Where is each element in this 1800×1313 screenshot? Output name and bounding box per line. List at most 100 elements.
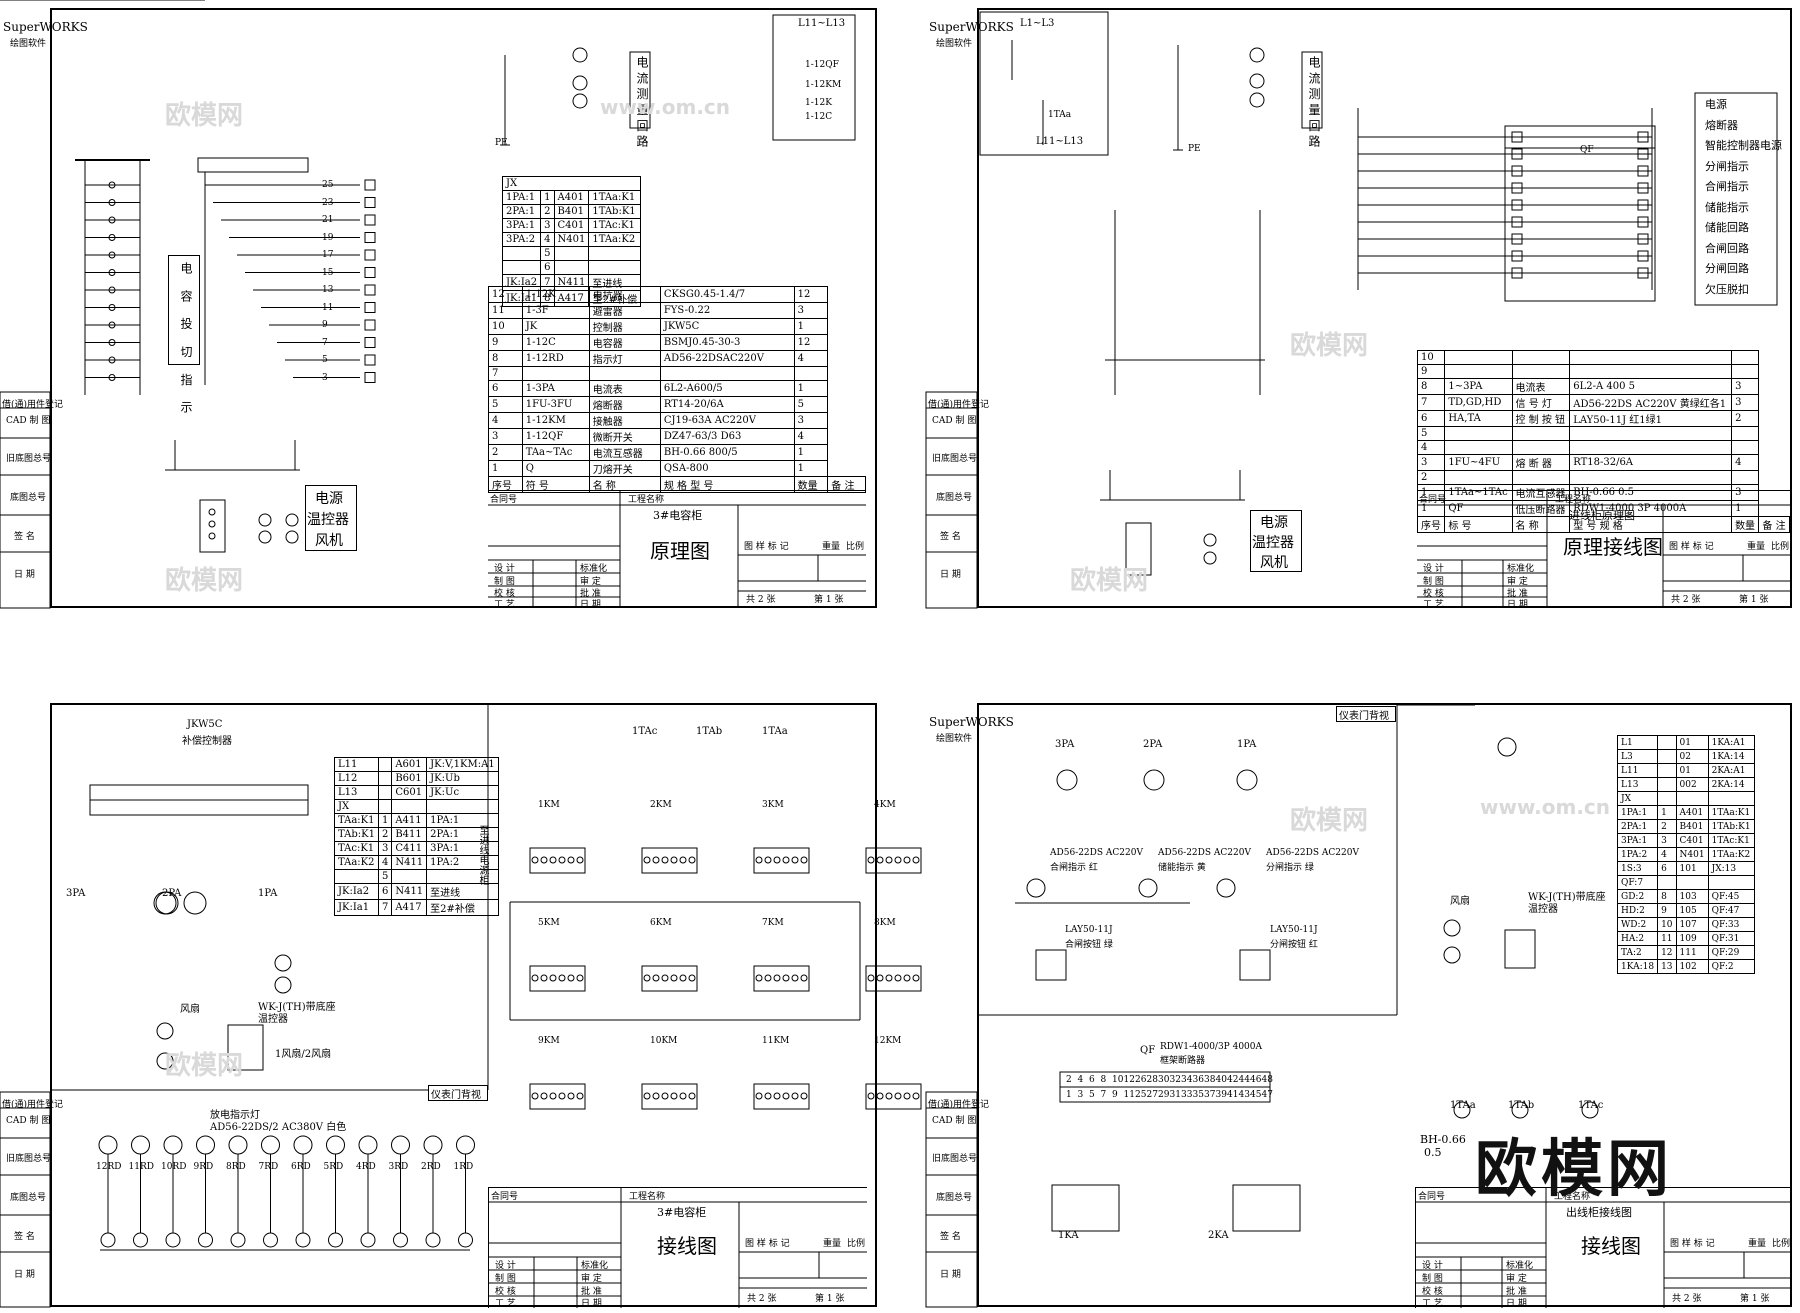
table-cell: 3PA:1 <box>1616 833 1659 848</box>
table-cell: 1TAa:K2 <box>1707 847 1755 862</box>
table-cell: B601 <box>391 771 428 786</box>
qf-terminal-bottom: 31 <box>1169 1090 1181 1100</box>
qf-terminal-top: 44 <box>1238 1075 1250 1085</box>
sidebar-row-label: 日 期 <box>940 570 961 580</box>
bom-header-cell: 数量 <box>1731 516 1760 533</box>
bom-header-cell: 规 格 型 号 <box>659 476 795 493</box>
qf-terminal-top: 46 <box>1250 1075 1262 1085</box>
ta-label: 1TAb <box>696 726 723 737</box>
ct-label: 1TAa <box>1048 110 1072 120</box>
fan-label: 风机 <box>1260 555 1288 571</box>
button-function: 分闸按钮 红 <box>1270 940 1318 950</box>
table-cell: 3 <box>1731 394 1760 411</box>
table-cell: 1PA:2 <box>1616 847 1659 862</box>
watermark: 欧模网 <box>165 101 244 131</box>
indicator-lamp-label: 8RD <box>226 1162 246 1172</box>
indicator-lamp-label: 7RD <box>258 1162 279 1172</box>
lamps-title: 放电指示灯 <box>210 1110 260 1121</box>
titleblock-2: 合同号 工程名称 进线柜原理图 原理接线图 设 计 制 图 校 核 工 艺 标准… <box>1417 490 1790 610</box>
table-cell <box>1657 791 1677 806</box>
step-number: 15 <box>322 267 334 278</box>
bom-header-cell: 名 称 <box>588 476 661 493</box>
tb-scale: 比例 <box>1771 542 1790 552</box>
tb-weight: 重量 <box>823 1239 842 1249</box>
bom-header: 序号标 号名 称型 号 规 格数量备 注 <box>1416 516 1790 533</box>
table-cell: 1 <box>1657 805 1677 820</box>
qf-sub: 框架断路器 <box>1160 1056 1206 1066</box>
table-cell: 1 <box>1416 484 1446 501</box>
indicator-lamp-label: 6RD <box>291 1162 311 1172</box>
tb-row: 设 计 <box>1423 564 1444 574</box>
ct-label: 1TAa <box>1450 1100 1476 1111</box>
table-row: 10 <box>1416 350 1790 365</box>
contactor-label: 2KM <box>650 800 672 810</box>
ct-spec: BH-0.66 <box>1420 1133 1466 1146</box>
table-cell: 109 <box>1675 931 1709 946</box>
table-cell: A417 <box>391 899 428 916</box>
right-function-label: 分闸指示 <box>1705 159 1749 173</box>
table-cell: 控制器 <box>588 318 661 335</box>
table-cell: 7 <box>377 899 393 916</box>
right-function-label: 欠压脱扣 <box>1705 282 1749 296</box>
lamp-function: 分闸指示 绿 <box>1266 863 1314 873</box>
table-cell: 8 <box>1657 889 1677 904</box>
lamp-function: 储能指示 黄 <box>1158 863 1206 873</box>
table-cell: 105 <box>1675 903 1709 918</box>
table-cell: 1TAc:K1 <box>1707 833 1755 848</box>
step-number: 19 <box>322 232 334 243</box>
tb-approval: 标准化 <box>1507 564 1535 574</box>
tb-row: 制 图 <box>494 577 515 587</box>
thermostat-label: WK-J(TH)带底座 <box>1528 892 1606 903</box>
relay-label: 1KA <box>1058 1230 1079 1241</box>
qf-terminal-bottom: 35 <box>1192 1090 1204 1100</box>
meter-label: 3PA <box>1055 739 1075 750</box>
watermark: www.om.cn <box>1480 795 1611 819</box>
contactor-label: 8KM <box>874 918 896 928</box>
tb-sheet-no: 第 1 张 <box>814 595 844 605</box>
table-cell: 9 <box>1657 903 1677 918</box>
tb-cabinet: 3#电容柜 <box>657 1206 707 1219</box>
qf-terminal-top: 28 <box>1146 1075 1158 1085</box>
qf-terminal-bottom: 45 <box>1250 1090 1262 1100</box>
tb-approval: 日 期 <box>1507 600 1528 610</box>
fan-output-label: 1风扇/2风扇 <box>275 1049 332 1060</box>
step-number: 7 <box>322 337 328 348</box>
contactor-label: 6KM <box>650 918 672 928</box>
indicator-lamp-label: 4RD <box>356 1162 376 1172</box>
meter-label: 1PA <box>1237 739 1257 750</box>
table-cell: 12 <box>1657 945 1677 960</box>
table-cell <box>1675 875 1709 890</box>
watermark: 欧模网 <box>165 1051 244 1081</box>
tb-approval: 批 准 <box>580 589 601 599</box>
tb-sheet-no: 第 1 张 <box>1739 595 1769 605</box>
tb-cabinet: 3#电容柜 <box>653 509 703 522</box>
tb-project: 工程名称 <box>1554 1192 1591 1202</box>
tb-row: 设 计 <box>1422 1261 1443 1271</box>
step-number: 23 <box>322 197 334 208</box>
indicator-lamp-label: 1RD <box>453 1162 474 1172</box>
table-cell: 01 <box>1675 763 1709 778</box>
drawing-title: 原理接线图 <box>1563 535 1663 559</box>
meter-label: 2PA <box>1143 739 1163 750</box>
table-cell <box>1707 875 1755 890</box>
pe-label: PE <box>495 138 508 148</box>
table-cell: 2 <box>1657 819 1677 834</box>
qf-terminal-bottom: 7 <box>1100 1090 1107 1100</box>
tb-marks: 图 样 标 记 <box>1669 542 1714 552</box>
table-cell: 102 <box>1675 959 1709 974</box>
table-cell: 02 <box>1675 749 1709 764</box>
tb-sheets: 共 2 张 <box>746 595 776 605</box>
right-function-label: 智能控制器电源 <box>1705 139 1782 152</box>
lamp-spec: AD56-22DS AC220V <box>1266 848 1359 858</box>
psu-box <box>305 485 357 551</box>
